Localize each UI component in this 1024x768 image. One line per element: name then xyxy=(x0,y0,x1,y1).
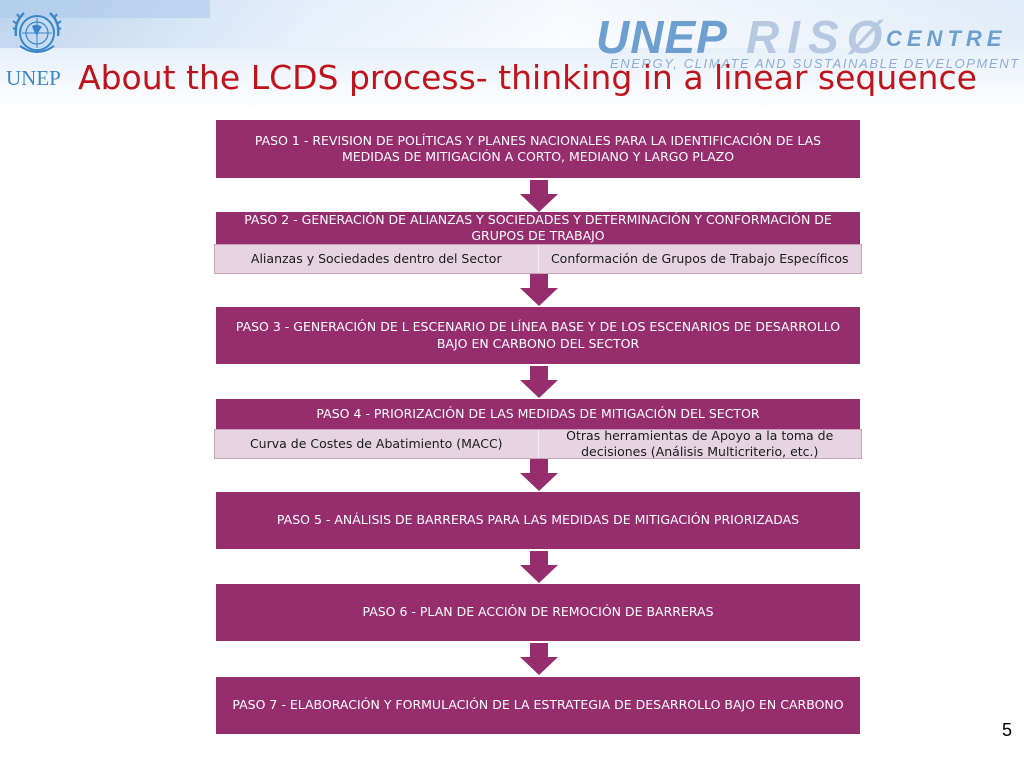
step-3-label: PASO 3 - GENERACIÓN DE L ESCENARIO DE LÍ… xyxy=(235,319,841,351)
page-number: 5 xyxy=(1001,720,1012,740)
step-2-label: PASO 2 - GENERACIÓN DE ALIANZAS Y SOCIED… xyxy=(244,211,832,243)
step-2-sub-working-groups: Conformación de Grupos de Trabajo Especí… xyxy=(537,245,861,273)
step-2-sub-partnerships: Alianzas y Sociedades dentro del Sector xyxy=(215,245,538,273)
unep-logo-text: UNEP xyxy=(6,66,61,90)
arrow-1-icon xyxy=(520,180,558,212)
step-1-box: PASO 1 - REVISION DE POLÍTICAS Y PLANES … xyxy=(216,120,860,178)
step-4-sub-macc: Curva de Costes de Abatimiento (MACC) xyxy=(215,430,538,458)
step-4-label: PASO 4 - PRIORIZACIÓN DE LAS MEDIDAS DE … xyxy=(316,405,760,421)
step-5-label: PASO 5 - ANÁLISIS DE BARRERAS PARA LAS M… xyxy=(276,512,800,528)
step-4-sub-other-tools: Otras herramientas de Apoyo a la toma de… xyxy=(537,428,861,459)
step-4-box: PASO 4 - PRIORIZACIÓN DE LAS MEDIDAS DE … xyxy=(216,399,860,429)
brand-unep: UNEP xyxy=(596,11,728,63)
arrow-6-icon xyxy=(520,643,558,675)
step-7-label: PASO 7 - ELABORACIÓN Y FORMULACIÓN DE LA… xyxy=(232,697,844,713)
step-2-box: PASO 2 - GENERACIÓN DE ALIANZAS Y SOCIED… xyxy=(216,212,860,244)
arrow-4-icon xyxy=(520,459,558,491)
step-5-box: PASO 5 - ANÁLISIS DE BARRERAS PARA LAS M… xyxy=(216,492,860,549)
step-7-box: PASO 7 - ELABORACIÓN Y FORMULACIÓN DE LA… xyxy=(216,677,860,734)
un-emblem-icon xyxy=(12,12,62,53)
arrow-2-icon xyxy=(520,274,558,306)
step-6-label: PASO 6 - PLAN DE ACCIÓN DE REMOCIÓN DE B… xyxy=(362,604,714,620)
step-1-label: PASO 1 - REVISION DE POLÍTICAS Y PLANES … xyxy=(254,132,822,164)
step-2-subrow: Alianzas y Sociedades dentro del Sector … xyxy=(214,244,862,274)
banner-stripe xyxy=(0,0,210,18)
header-banner xyxy=(0,0,1024,112)
unep-riso-centre-logo: UNEP RISØ CENTRE ENERGY, CLIMATE AND SUS… xyxy=(596,8,1018,74)
brand-riso: RISØ xyxy=(746,11,891,63)
step-3-box: PASO 3 - GENERACIÓN DE L ESCENARIO DE LÍ… xyxy=(216,307,860,364)
step-4-subrow: Curva de Costes de Abatimiento (MACC) Ot… xyxy=(214,428,862,459)
slide-title: About the LCDS process- thinking in a li… xyxy=(78,58,977,97)
arrow-5-icon xyxy=(520,551,558,583)
brand-tagline: ENERGY, CLIMATE AND SUSTAINABLE DEVELOPM… xyxy=(610,56,1020,71)
arrow-3-icon xyxy=(520,366,558,398)
brand-centre: CENTRE xyxy=(886,26,1007,51)
step-6-box: PASO 6 - PLAN DE ACCIÓN DE REMOCIÓN DE B… xyxy=(216,584,860,641)
